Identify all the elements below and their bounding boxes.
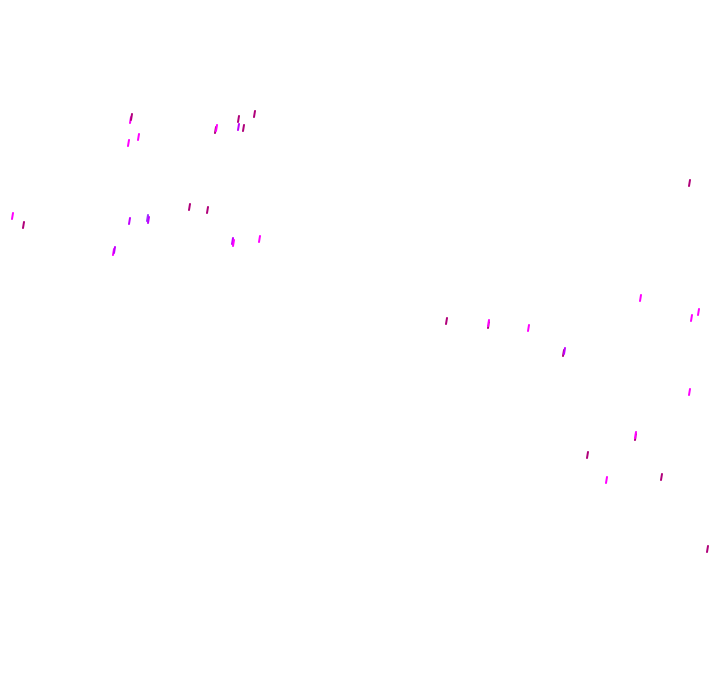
tick-mark (237, 115, 240, 123)
tick-mark (128, 217, 131, 225)
tick-mark (697, 308, 700, 316)
tick-mark (706, 545, 709, 553)
tick-mark (113, 246, 116, 254)
tick-mark (146, 214, 149, 222)
tick-mark (232, 239, 235, 247)
tick-mark (215, 124, 218, 132)
tick-mark (639, 294, 642, 302)
tick-mark (206, 206, 209, 214)
tick-mark (127, 139, 130, 147)
tick-mark (22, 221, 25, 229)
tick-mark (586, 451, 589, 459)
tick-mark (188, 203, 191, 211)
tick-mark (231, 237, 234, 245)
tick-mark (147, 216, 150, 224)
tick-mark (137, 133, 140, 141)
tick-mark (563, 347, 566, 355)
tick-mark (253, 110, 256, 118)
tick-mark (258, 235, 261, 243)
tick-mark (130, 113, 133, 121)
tick-mark (605, 476, 608, 484)
tick-mark (634, 431, 637, 439)
tick-mark (660, 473, 663, 481)
tick-mark (688, 388, 691, 396)
tick-mark (11, 212, 14, 220)
tick-mark (242, 124, 245, 132)
tick-mark (487, 319, 490, 327)
tick-mark (690, 314, 693, 322)
tick-mark (445, 317, 448, 325)
tick-mark (237, 123, 240, 131)
tick-mark (688, 179, 691, 187)
tick-mark (527, 324, 530, 332)
